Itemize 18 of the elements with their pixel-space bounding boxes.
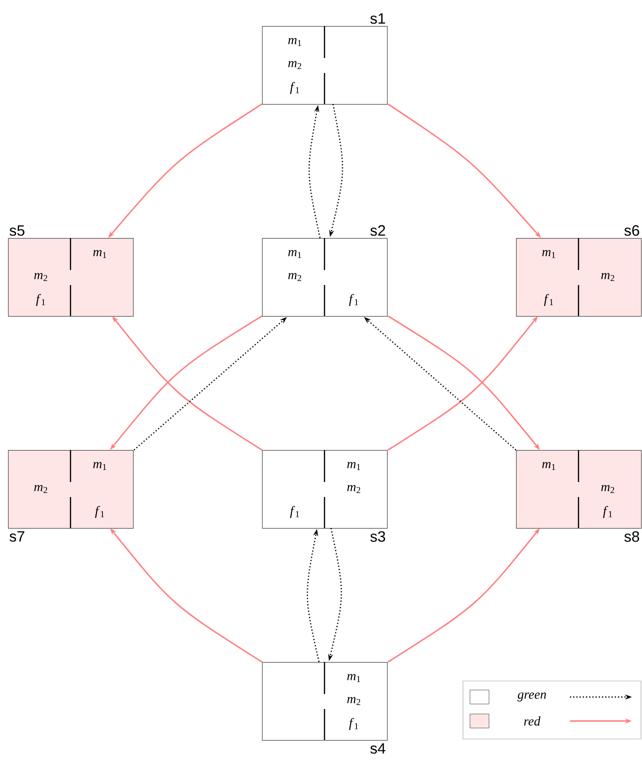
state-box: m$_{1}$ m$_{2}$ f$_{1}$ — [262, 26, 388, 105]
state-box: m$_{1}$ m$_{2}$ f$_{1}$ — [262, 662, 388, 741]
state-box: m$_{1}$ m$_{2}$ f$_{1}$ — [516, 450, 642, 529]
state-label: s6 — [624, 225, 640, 236]
state-label: s7 — [10, 531, 24, 542]
state-box: m$_{1}$ m$_{2}$ f$_{1}$ — [262, 450, 388, 529]
state-label: s8 — [624, 531, 640, 542]
state-box: m$_{1}$ m$_{2}$ f$_{1}$ — [8, 238, 134, 317]
legend-text: green — [517, 692, 546, 702]
state-label: s4 — [370, 743, 386, 754]
state-box: m$_{1}$ m$_{2}$ f$_{1}$ — [8, 450, 134, 529]
state-label: s5 — [10, 225, 24, 236]
state-label: s1 — [370, 13, 386, 24]
state-label: s3 — [370, 531, 386, 542]
legend-text: red — [524, 716, 540, 726]
state-label: s2 — [370, 225, 386, 236]
state-box: m$_{1}$ m$_{2}$ f$_{1}$ — [262, 238, 388, 317]
state-box: m$_{1}$ m$_{2}$ f$_{1}$ — [516, 238, 642, 317]
